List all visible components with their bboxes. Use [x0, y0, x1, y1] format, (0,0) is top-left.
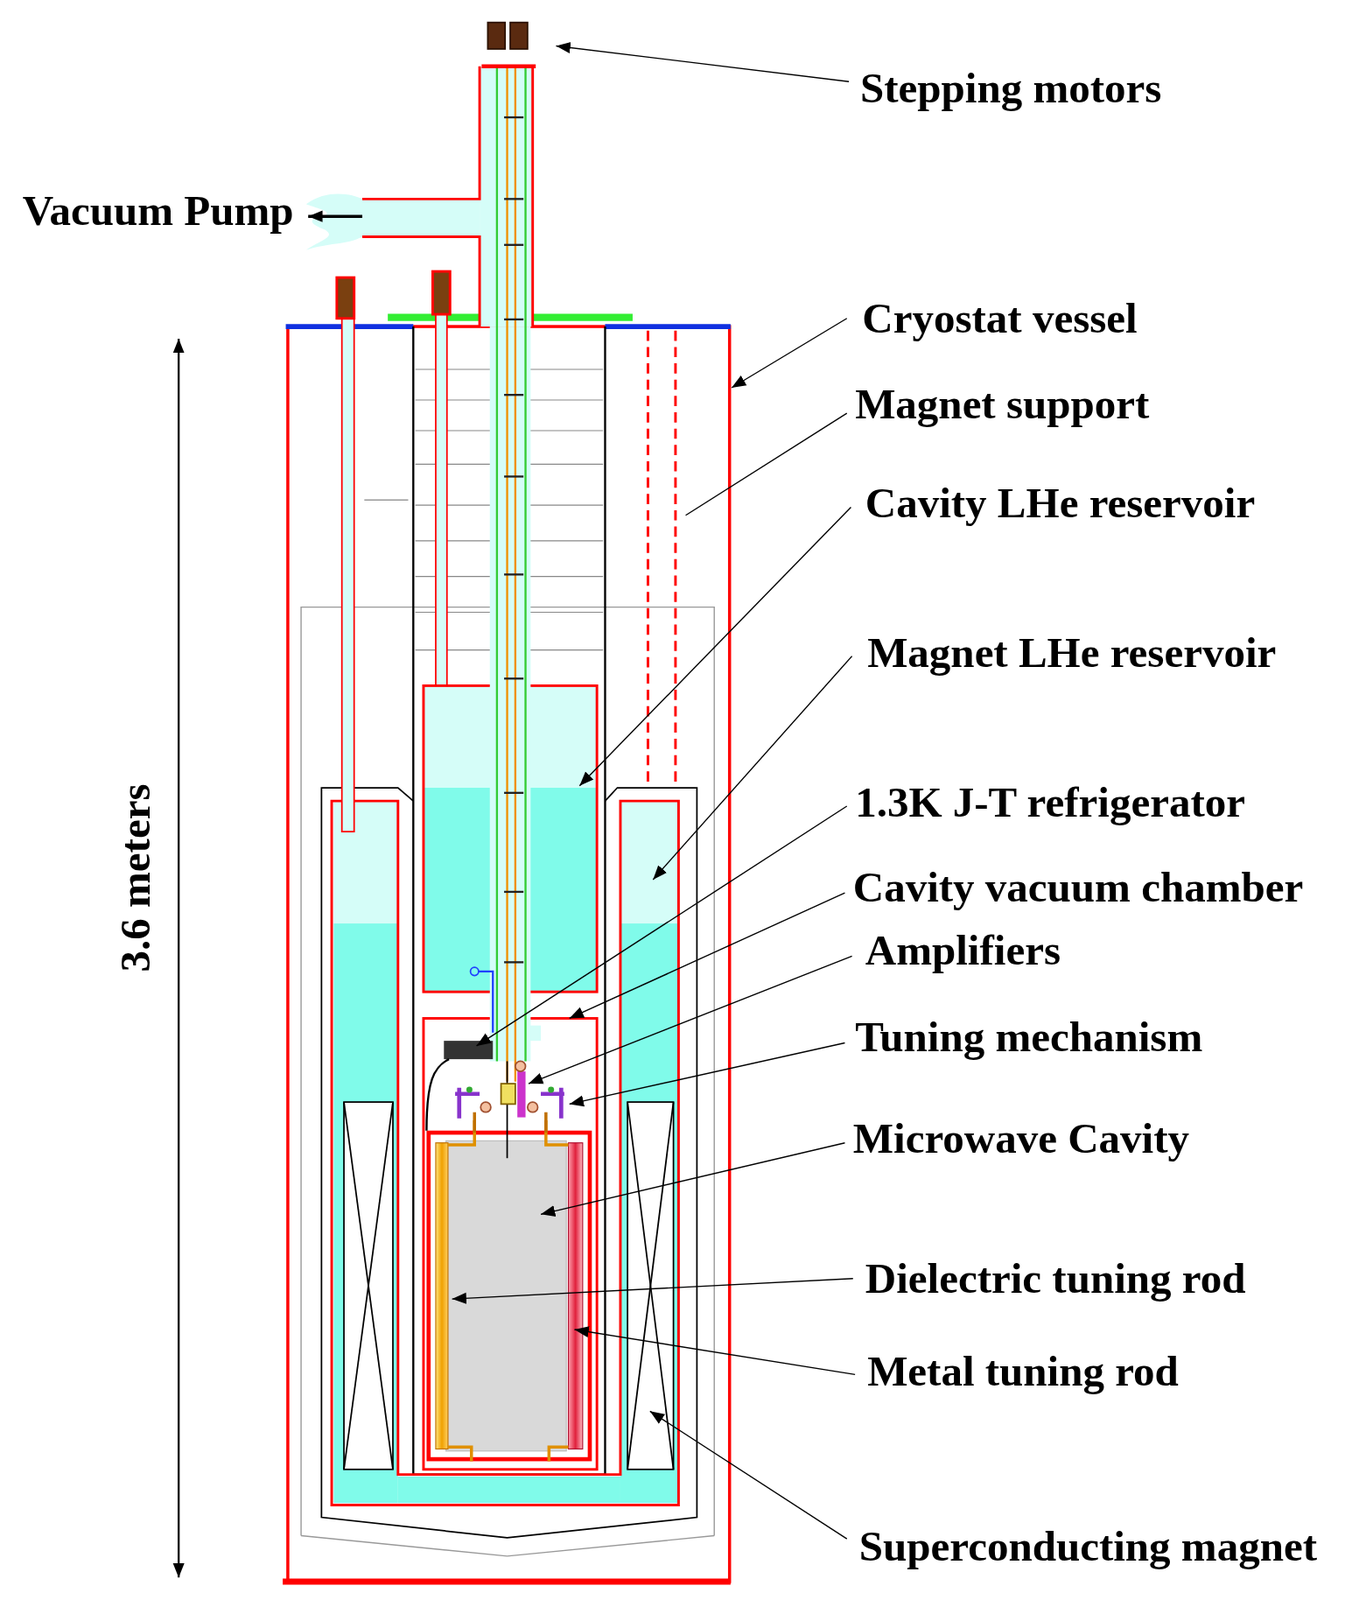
- leader-lines: [452, 45, 855, 1539]
- part-label: Tuning mechanism: [854, 1013, 1203, 1061]
- jt-refrigerator: [426, 966, 493, 1131]
- part-label: Cavity vacuum chamber: [853, 863, 1303, 911]
- part-label: Dielectric tuning rod: [865, 1254, 1247, 1303]
- part-label: 1.3K J-T refrigerator: [854, 778, 1246, 827]
- vacuum-chamber: [423, 1017, 597, 1469]
- central-tube: [481, 22, 536, 1082]
- dimension-label: 3.6 meters: [112, 783, 160, 972]
- part-label: Stepping motors: [860, 64, 1162, 113]
- part-label: Microwave Cavity: [853, 1114, 1190, 1163]
- superconducting-coils: [343, 1101, 674, 1470]
- part-label: Magnet LHe reservoir: [867, 629, 1276, 677]
- part-label: Amplifiers: [865, 926, 1061, 974]
- dimension-arrow: [178, 338, 180, 1577]
- part-label: Superconducting magnet: [859, 1522, 1317, 1570]
- part-label: Vacuum Pump: [22, 187, 295, 235]
- pump-line: [306, 66, 533, 327]
- tuning-rods: [435, 1120, 583, 1461]
- magnet-support: [647, 330, 675, 786]
- part-label: Cavity LHe reservoir: [865, 479, 1255, 527]
- part-label: Metal tuning rod: [867, 1347, 1179, 1395]
- part-label: Magnet support: [854, 380, 1149, 428]
- part-label: Cryostat vessel: [861, 294, 1137, 343]
